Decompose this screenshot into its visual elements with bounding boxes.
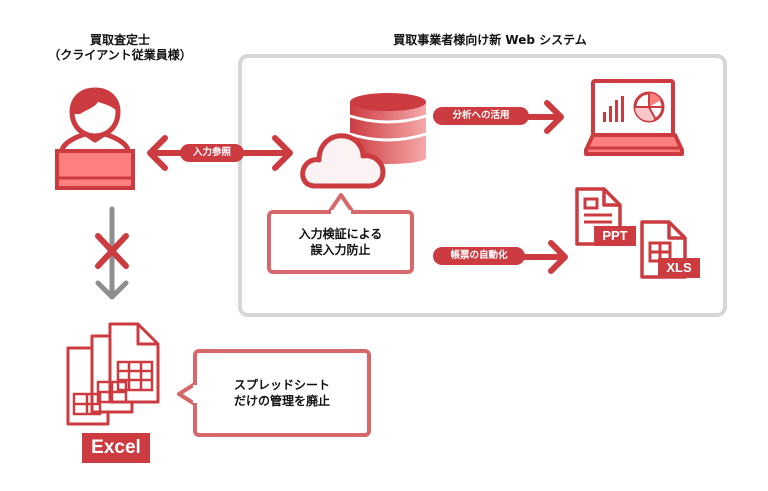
spreadsheet-stack-icon (66, 322, 160, 426)
actor-title-line1: 買取査定士 (89, 33, 150, 47)
actor-title-line2: （クライアント従業員様） (48, 48, 192, 62)
validation-callout-text: 入力検証による 誤入力防止 (298, 227, 383, 257)
person-at-computer-icon (55, 87, 135, 190)
ppt-file-icon (575, 187, 622, 246)
input-reference-label: 入力参照 (180, 144, 244, 162)
laptop-chart-icon (584, 79, 684, 156)
cross-icon (95, 233, 129, 269)
analytics-label: 分析への活用 (433, 107, 529, 125)
cloud-icon (300, 133, 386, 189)
excel-badge: Excel (82, 433, 150, 463)
system-title: 買取事業者様向け新 Web システム (393, 33, 587, 47)
validation-callout-pointer-mask (331, 210, 351, 215)
ppt-badge: PPT (594, 226, 636, 246)
validation-callout: 入力検証による 誤入力防止 (267, 210, 414, 274)
report-automation-label: 帳票の自動化 (433, 247, 525, 265)
xls-badge: XLS (658, 258, 700, 278)
spreadsheet-callout-text: スプレッドシート だけの管理を廃止 (233, 378, 330, 408)
validation-callout-pointer (326, 193, 356, 216)
actor-title: 買取査定士 （クライアント従業員様） (20, 33, 220, 63)
spreadsheet-callout: スプレッドシート だけの管理を廃止 (193, 349, 371, 437)
spreadsheet-callout-pointer-mask (193, 385, 198, 403)
